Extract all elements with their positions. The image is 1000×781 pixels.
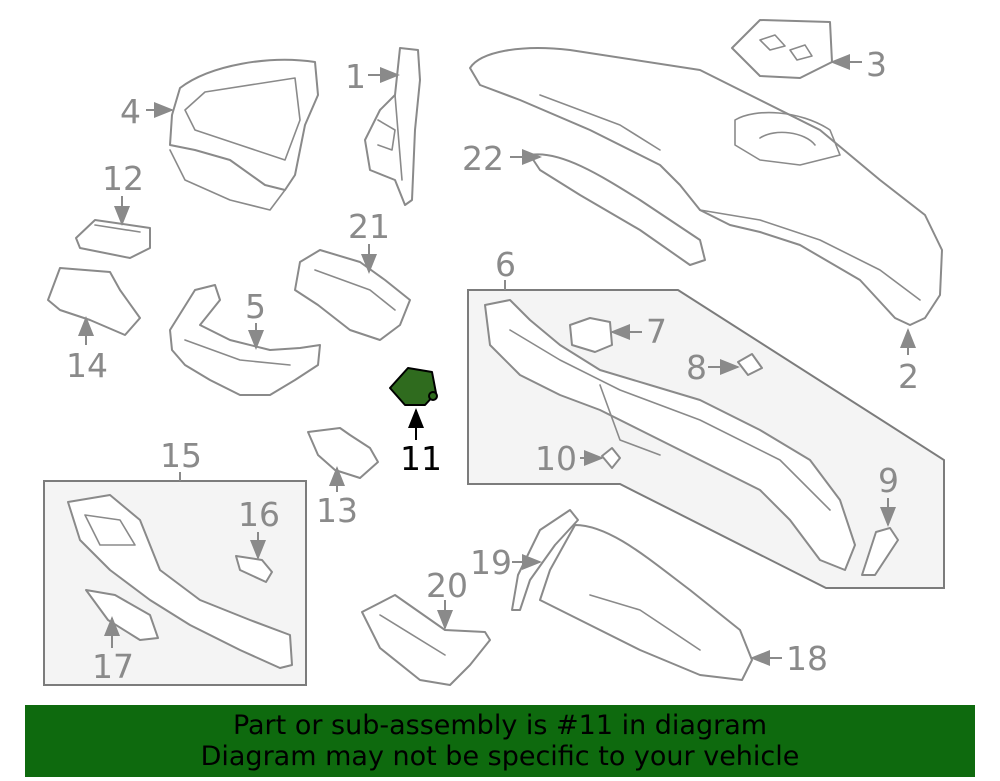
part-1-bracket [364, 47, 421, 206]
callout-12: 12 [102, 159, 144, 198]
callout-15: 15 [160, 436, 202, 475]
part-18-glove-box-door [539, 524, 753, 681]
leader-lines [78, 54, 916, 666]
part-11-highlighted[interactable] [389, 367, 438, 406]
parts-diagram: 1 2 3 4 5 6 7 8 9 10 11 12 13 14 15 16 1… [43, 19, 945, 686]
part-4-cluster-hood [169, 58, 319, 211]
callout-3: 3 [866, 45, 887, 84]
callout-6: 6 [495, 245, 516, 284]
callout-2: 2 [898, 357, 919, 396]
part-14-panel [47, 267, 141, 336]
part-2-instrument-panel [469, 47, 943, 326]
callout-13: 13 [316, 491, 358, 530]
callout-14: 14 [66, 346, 108, 385]
callout-10: 10 [535, 439, 577, 478]
banner-line-2: Diagram may not be specific to your vehi… [200, 741, 800, 772]
part-13-bracket [307, 427, 379, 479]
info-banner: Part or sub-assembly is #11 in diagram D… [25, 705, 975, 777]
callout-19: 19 [470, 543, 512, 582]
part-22-trim-strip [529, 153, 706, 266]
callout-4: 4 [120, 92, 141, 131]
callout-9: 9 [878, 461, 899, 500]
part-15-glove-box-frame [67, 494, 293, 669]
callout-17: 17 [92, 647, 134, 686]
part-6-cross-car-beam [484, 299, 856, 571]
banner-line-1: Part or sub-assembly is #11 in diagram [232, 710, 768, 741]
callout-22: 22 [462, 139, 504, 178]
callout-20: 20 [426, 566, 468, 605]
part-10-clip [601, 447, 621, 469]
part-8-clip [737, 353, 763, 376]
callout-21: 21 [348, 207, 390, 246]
callout-8: 8 [686, 348, 707, 387]
callout-16: 16 [238, 495, 280, 534]
callout-7: 7 [646, 312, 667, 351]
part-21-duct [294, 249, 411, 341]
callout-1: 1 [345, 57, 366, 96]
part-20-glove-box-bin [361, 594, 491, 686]
part-12-cover [75, 219, 151, 259]
part-19-strip [511, 509, 579, 611]
part-9-bracket [861, 527, 899, 576]
part-7-bracket [569, 317, 613, 353]
part-5-reinforcement [169, 284, 321, 396]
part-3-switch-panel [731, 19, 833, 79]
callout-18: 18 [786, 639, 828, 678]
callout-11[interactable]: 11 [400, 439, 442, 478]
callout-5: 5 [245, 287, 266, 326]
